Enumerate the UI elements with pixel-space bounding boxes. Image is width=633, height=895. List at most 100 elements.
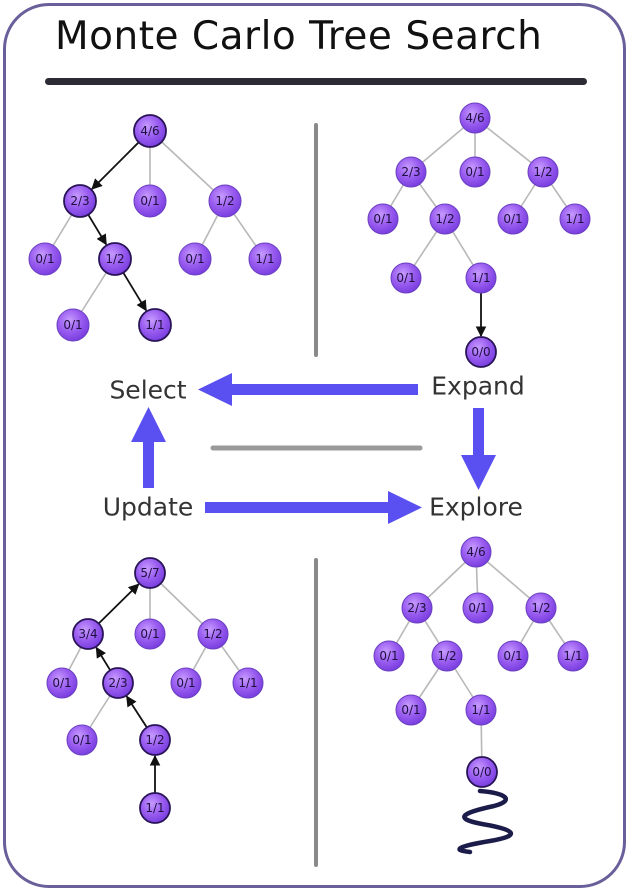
tree-node-circle <box>466 756 498 788</box>
step-select-label: Select <box>109 376 186 405</box>
tree-node: 1/1 <box>465 262 497 294</box>
tree-node-circle <box>367 203 399 235</box>
tree-node: 0/1 <box>373 640 405 672</box>
tree-node: 1/2 <box>208 184 242 218</box>
tree-node: 0/0 <box>465 336 497 368</box>
tree-node: 3/4 <box>72 618 104 650</box>
tree-node-circle <box>134 618 166 650</box>
tree-node: 0/1 <box>28 242 62 276</box>
tree-node-label: 1/2 <box>437 649 456 663</box>
tree-path-arrow <box>95 646 111 671</box>
tree-node-circle <box>557 640 589 672</box>
tree-edge <box>149 130 226 202</box>
tree-node-label: 0/1 <box>379 649 398 663</box>
tree-node: 0/1 <box>462 592 494 624</box>
tree-node: 4/6 <box>133 114 167 148</box>
tree-path-arrow <box>125 695 148 728</box>
rollout-squiggle <box>457 788 514 855</box>
tree-node-label: 0/1 <box>176 676 195 690</box>
tree-node-circle <box>497 640 529 672</box>
tree-node-label: 1/1 <box>145 318 164 332</box>
tree-node-circle <box>170 667 202 699</box>
tree-path-arrow <box>87 214 107 246</box>
tree-node: 1/2 <box>525 592 557 624</box>
tree-node: 0/0 <box>466 756 498 788</box>
tree-node-circle <box>138 308 172 342</box>
tree-node: 1/1 <box>138 308 172 342</box>
tree-node-circle <box>134 557 166 589</box>
tree-node-label: 0/1 <box>185 252 204 266</box>
tree-node-label: 0/1 <box>503 649 522 663</box>
tree-node: 0/1 <box>178 242 212 276</box>
tree-node: 0/1 <box>134 618 166 650</box>
tree-node: 1/2 <box>139 724 171 756</box>
tree-node-label: 4/6 <box>465 111 484 125</box>
tree-node: 1/1 <box>557 640 589 672</box>
tree-node-circle <box>559 203 591 235</box>
tree-node: 5/7 <box>134 557 166 589</box>
tree-node: 0/1 <box>497 640 529 672</box>
tree-node: 2/3 <box>102 667 134 699</box>
arrow-expand-to-select <box>198 373 418 406</box>
tree-node-label: 2/3 <box>401 165 420 179</box>
page-title: Monte Carlo Tree Search <box>55 14 543 59</box>
tree-node: 0/1 <box>56 308 90 342</box>
arrow-update-to-select <box>131 407 166 488</box>
tree-node: 0/1 <box>133 184 167 218</box>
arrow-expand-to-explore <box>461 408 496 490</box>
tree-node-circle <box>462 592 494 624</box>
tree-node-label: 1/1 <box>471 271 490 285</box>
tree-node-label: 0/1 <box>373 212 392 226</box>
tree-node-label: 0/1 <box>140 194 159 208</box>
tree-node-label: 2/3 <box>70 194 89 208</box>
tree-node: 0/1 <box>367 203 399 235</box>
tree-node-label: 1/2 <box>215 194 234 208</box>
title-underline <box>45 78 587 85</box>
tree-node-circle <box>102 667 134 699</box>
tree-path-arrow <box>98 583 140 625</box>
tree-node-label: 4/6 <box>140 124 159 138</box>
tree-node: 2/3 <box>401 592 433 624</box>
tree-node-circle <box>56 308 90 342</box>
tree-node-circle <box>525 592 557 624</box>
tree-node-circle <box>465 262 497 294</box>
tree-node-circle <box>28 242 62 276</box>
tree-node: 1/2 <box>527 156 559 188</box>
tree-node-circle <box>459 156 491 188</box>
tree-node: 1/2 <box>98 242 132 276</box>
tree-node-circle <box>459 102 491 134</box>
tree-node-label: 1/1 <box>471 703 490 717</box>
step-expand-label: Expand <box>431 372 525 401</box>
tree-node: 1/2 <box>431 640 463 672</box>
tree-node-label: 1/1 <box>563 649 582 663</box>
tree-node-label: 1/1 <box>255 252 274 266</box>
tree-node-label: 1/1 <box>145 801 164 815</box>
tree-node: 4/6 <box>459 102 491 134</box>
tree-node: 1/1 <box>559 203 591 235</box>
tree-node-label: 0/1 <box>52 676 71 690</box>
tree-node-circle <box>98 242 132 276</box>
tree-path-arrow <box>91 141 140 190</box>
tree-node: 1/2 <box>197 618 229 650</box>
tree-node-circle <box>497 203 529 235</box>
tree-node-label: 1/2 <box>531 601 550 615</box>
tree-node: 0/1 <box>497 203 529 235</box>
tree-node-circle <box>197 618 229 650</box>
tree-node: 1/1 <box>248 242 282 276</box>
tree-node-label: 0/0 <box>471 345 490 359</box>
tree-node: 0/1 <box>395 694 427 726</box>
tree-node: 0/1 <box>170 667 202 699</box>
tree-node-label: 0/1 <box>465 165 484 179</box>
tree-node-circle <box>429 203 461 235</box>
tree-node-circle <box>527 156 559 188</box>
tree-node-circle <box>139 792 171 824</box>
tree-node: 0/1 <box>46 667 78 699</box>
tree-node-circle <box>431 640 463 672</box>
tree-node-label: 2/3 <box>407 601 426 615</box>
tree-node: 1/2 <box>429 203 461 235</box>
tree-node-circle <box>401 592 433 624</box>
